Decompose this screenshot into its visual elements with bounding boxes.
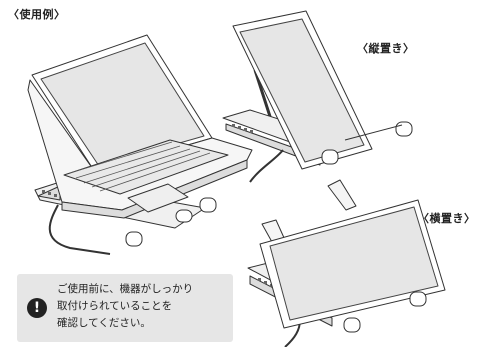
notice-line-2: 取付けられていることを xyxy=(57,300,173,312)
notice-line-1: ご使用前に、機器がしっかり xyxy=(57,283,194,295)
caution-notice-text: ご使用前に、機器がしっかり 取付けられていることを 確認してください。 xyxy=(57,281,229,332)
portrait-orientation-label: 〈縦置き〉 xyxy=(357,42,415,55)
exclamation-icon: ! xyxy=(27,298,47,318)
laptop-on-stand-illustration xyxy=(27,34,253,255)
caution-notice-box: ! ご使用前に、機器がしっかり 取付けられていることを 確認してください。 xyxy=(17,274,233,342)
tablet-landscape-illustration xyxy=(247,179,446,347)
notice-line-3: 確認してください。 xyxy=(57,317,151,329)
tablet-portrait-illustration xyxy=(222,10,413,183)
usage-example-label: 〈使用例〉 xyxy=(8,8,66,21)
landscape-orientation-label: 〈横置き〉 xyxy=(418,212,476,225)
